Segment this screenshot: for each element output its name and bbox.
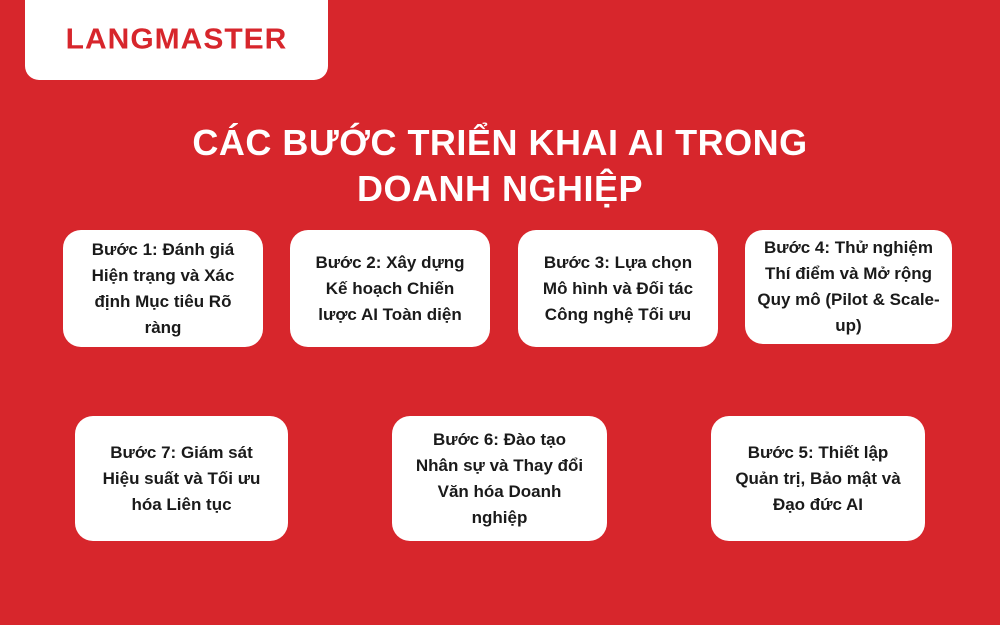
step-7-card: Bước 7: Giám sát Hiệu suất và Tối ưu hóa… xyxy=(75,416,288,541)
page-title: CÁC BƯỚC TRIỂN KHAI AI TRONG DOANH NGHIỆ… xyxy=(0,120,1000,212)
step-1-card: Bước 1: Đánh giá Hiện trạng và Xác định … xyxy=(63,230,263,347)
step-5-card: Bước 5: Thiết lập Quản trị, Bảo mật và Đ… xyxy=(711,416,925,541)
langmaster-logo: LANGMASTER xyxy=(65,23,288,56)
step-6-card: Bước 6: Đào tạo Nhân sự và Thay đổi Văn … xyxy=(392,416,607,541)
step-4-card: Bước 4: Thử nghiệm Thí điểm và Mở rộng Q… xyxy=(745,230,952,344)
step-3-card: Bước 3: Lựa chọn Mô hình và Đối tác Công… xyxy=(518,230,718,347)
title-line-1: CÁC BƯỚC TRIỂN KHAI AI TRONG xyxy=(192,122,808,163)
logo-card: LANGMASTER xyxy=(25,0,328,80)
step-2-card: Bước 2: Xây dựng Kế hoạch Chiến lược AI … xyxy=(290,230,490,347)
title-line-2: DOANH NGHIỆP xyxy=(356,168,644,209)
